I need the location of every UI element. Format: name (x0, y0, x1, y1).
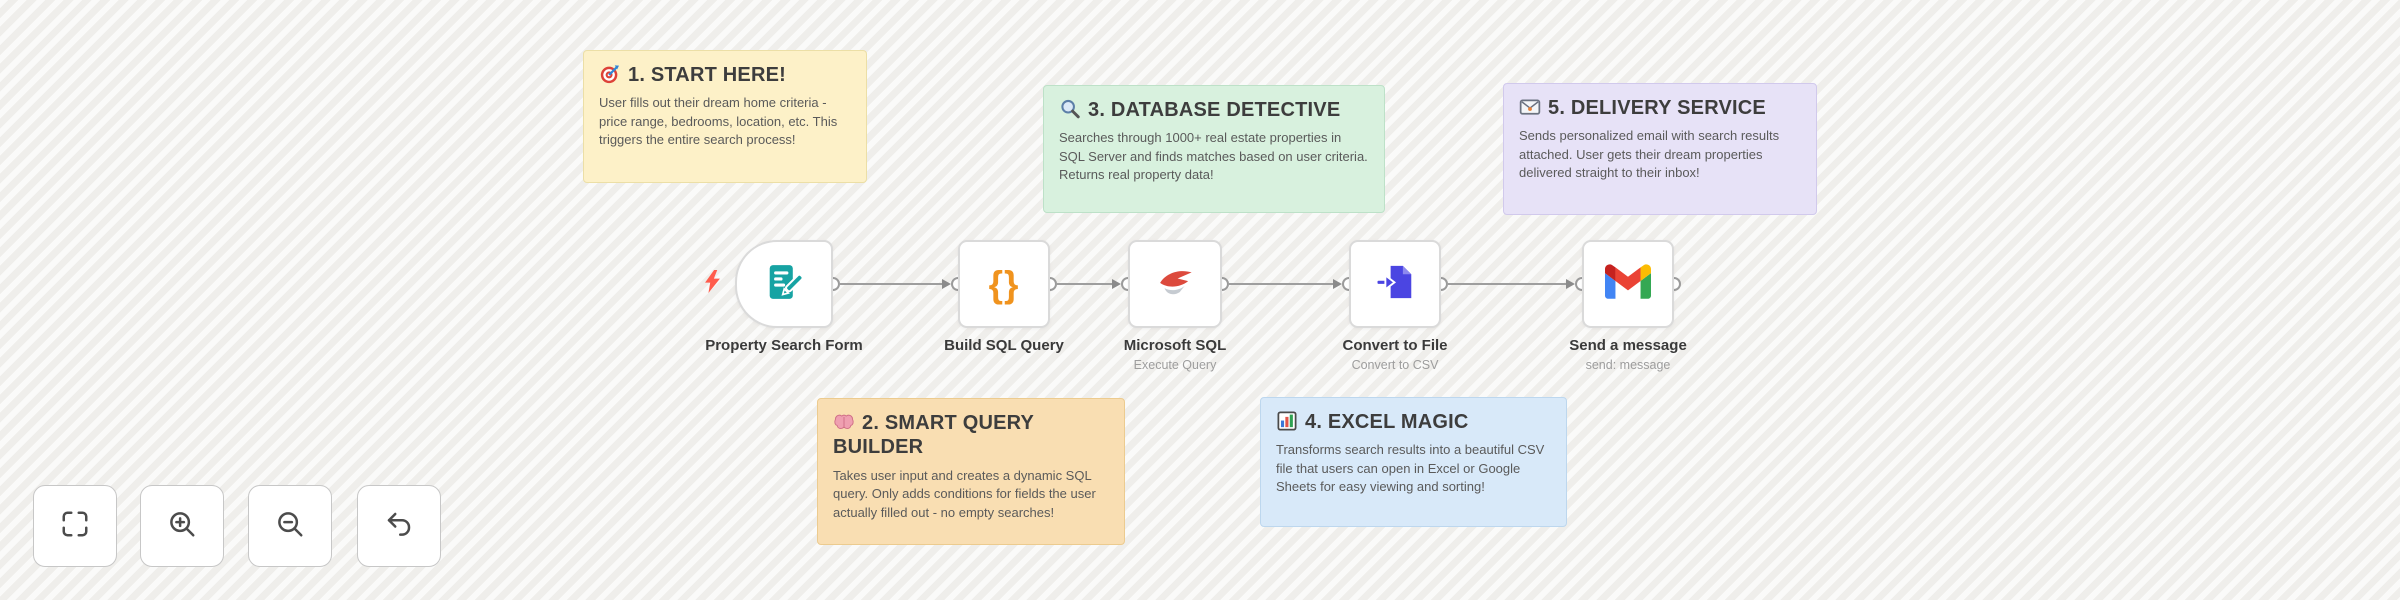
node-property-search-form[interactable] (735, 240, 833, 328)
connection-line (1057, 283, 1112, 285)
node-label: Build SQL Query (944, 337, 1064, 354)
sticky-title: 2. SMART QUERY BUILDER (833, 411, 1034, 459)
fit-view-icon (60, 509, 90, 544)
undo-button[interactable] (357, 485, 441, 567)
sticky-note-database-detective[interactable]: 3. DATABASE DETECTIVE Searches through 1… (1043, 85, 1385, 213)
file-convert-icon (1374, 261, 1416, 308)
node-microsoft-sql[interactable] (1128, 240, 1222, 328)
sticky-note-excel-magic[interactable]: 4. EXCEL MAGIC Transforms search results… (1260, 397, 1567, 527)
magnifier-icon (1059, 98, 1081, 120)
sticky-body: User fills out their dream home criteria… (599, 95, 838, 148)
zoom-in-icon (167, 509, 197, 544)
node-label: Convert to File (1342, 337, 1448, 354)
node-subtitle: send: message (1585, 358, 1671, 372)
node-label: Microsoft SQL (1123, 337, 1227, 354)
trigger-bolt-icon (704, 270, 721, 298)
sticky-title: 4. EXCEL MAGIC (1276, 410, 1551, 434)
sticky-title: 5. DELIVERY SERVICE (1519, 96, 1801, 120)
zoom-in-button[interactable] (140, 485, 224, 567)
node-label: Send a message (1569, 337, 1687, 354)
sticky-note-smart-query-builder[interactable]: 2. SMART QUERY BUILDER Takes user input … (817, 398, 1125, 545)
code-braces-icon: {} (988, 263, 1020, 305)
zoom-out-button[interactable] (248, 485, 332, 567)
connection-arrow-icon (1112, 279, 1121, 289)
undo-icon (384, 509, 414, 544)
connection-line (1448, 283, 1566, 285)
sticky-body: Takes user input and creates a dynamic S… (833, 467, 1096, 520)
bar-chart-icon (1276, 410, 1298, 432)
sticky-title: 1. START HERE! (599, 63, 851, 87)
connection-arrow-icon (1333, 279, 1342, 289)
connection-line (840, 283, 942, 285)
sticky-title: 3. DATABASE DETECTIVE (1059, 98, 1369, 122)
node-convert-to-file[interactable] (1349, 240, 1441, 328)
sticky-note-delivery-service[interactable]: 5. DELIVERY SERVICE Sends personalized e… (1503, 83, 1817, 215)
connection-arrow-icon (1566, 279, 1575, 289)
zoom-out-icon (275, 509, 305, 544)
sticky-note-start-here[interactable]: 1. START HERE! User fills out their drea… (583, 50, 867, 183)
node-subtitle: Convert to CSV (1351, 358, 1439, 372)
node-subtitle: Execute Query (1133, 358, 1217, 372)
form-trigger-icon (762, 260, 806, 309)
target-icon (599, 63, 621, 85)
connection-arrow-icon (942, 279, 951, 289)
sticky-body: Sends personalized email with search res… (1519, 128, 1780, 181)
node-build-sql-query[interactable]: {} (958, 240, 1050, 328)
node-send-a-message[interactable] (1582, 240, 1674, 328)
node-label: Property Search Form (705, 337, 863, 354)
sticky-body: Searches through 1000+ real estate prope… (1059, 130, 1368, 183)
gmail-icon (1605, 264, 1651, 304)
fit-view-button[interactable] (33, 485, 117, 567)
mssql-icon (1154, 261, 1196, 308)
connection-line (1229, 283, 1333, 285)
sticky-body: Transforms search results into a beautif… (1276, 442, 1545, 495)
email-icon (1519, 96, 1541, 118)
brain-icon (833, 411, 855, 433)
